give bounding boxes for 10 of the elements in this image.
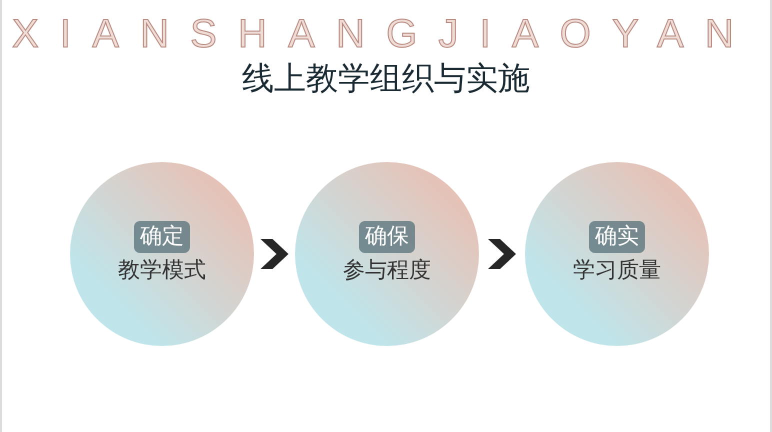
circle-text: 确实 <box>589 221 645 253</box>
circle-text: 确保 <box>359 221 415 253</box>
circle-text: 参与程度 <box>343 257 431 285</box>
chevron-arrow <box>488 239 516 269</box>
chevron-arrow <box>260 239 288 269</box>
title: 线上教学组织与实施 <box>241 58 531 99</box>
outlined-letters: XIANSHANGJIAOYAN <box>12 11 755 58</box>
circle-text: 教学模式 <box>118 257 206 285</box>
circle-text: 学习质量 <box>573 257 661 285</box>
circle-text: 确定 <box>134 221 190 253</box>
